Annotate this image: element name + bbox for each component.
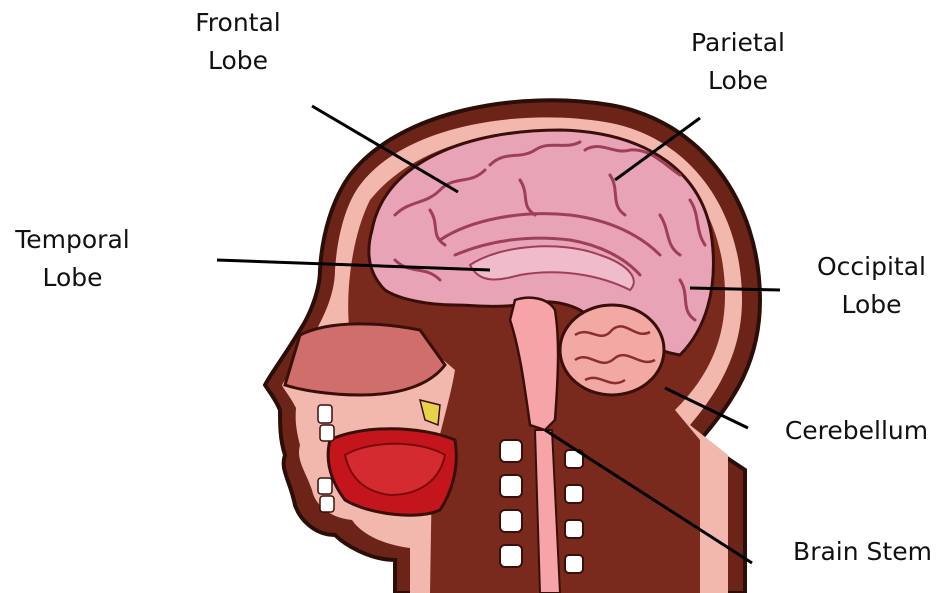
frontal-lobe-label-line2: Lobe [178, 42, 298, 80]
temporal-lobe-label-line2: Lobe [0, 259, 145, 297]
frontal-lobe-label: Frontal Lobe [178, 4, 298, 80]
occipital-lobe-label: Occipital Lobe [800, 248, 943, 324]
parietal-lobe-label-line2: Lobe [668, 62, 808, 100]
parietal-lobe-label: Parietal Lobe [668, 24, 808, 100]
cerebellum-shape [560, 305, 664, 395]
nasal-cavity [285, 324, 445, 395]
brain-stem-label: Brain Stem [782, 533, 943, 571]
occipital-lobe-label-line2: Lobe [800, 286, 943, 324]
frontal-lobe-label-line1: Frontal [178, 4, 298, 42]
occipital-lobe-label-line1: Occipital [800, 248, 943, 286]
temporal-lobe-label: Temporal Lobe [0, 221, 145, 297]
leader-occipital [690, 288, 780, 290]
cerebellum-label-text: Cerebellum [770, 412, 943, 450]
temporal-lobe-label-line1: Temporal [0, 221, 145, 259]
cerebellum-label: Cerebellum [770, 412, 943, 450]
brain-stem-label-text: Brain Stem [782, 533, 943, 571]
parietal-lobe-label-line1: Parietal [668, 24, 808, 62]
